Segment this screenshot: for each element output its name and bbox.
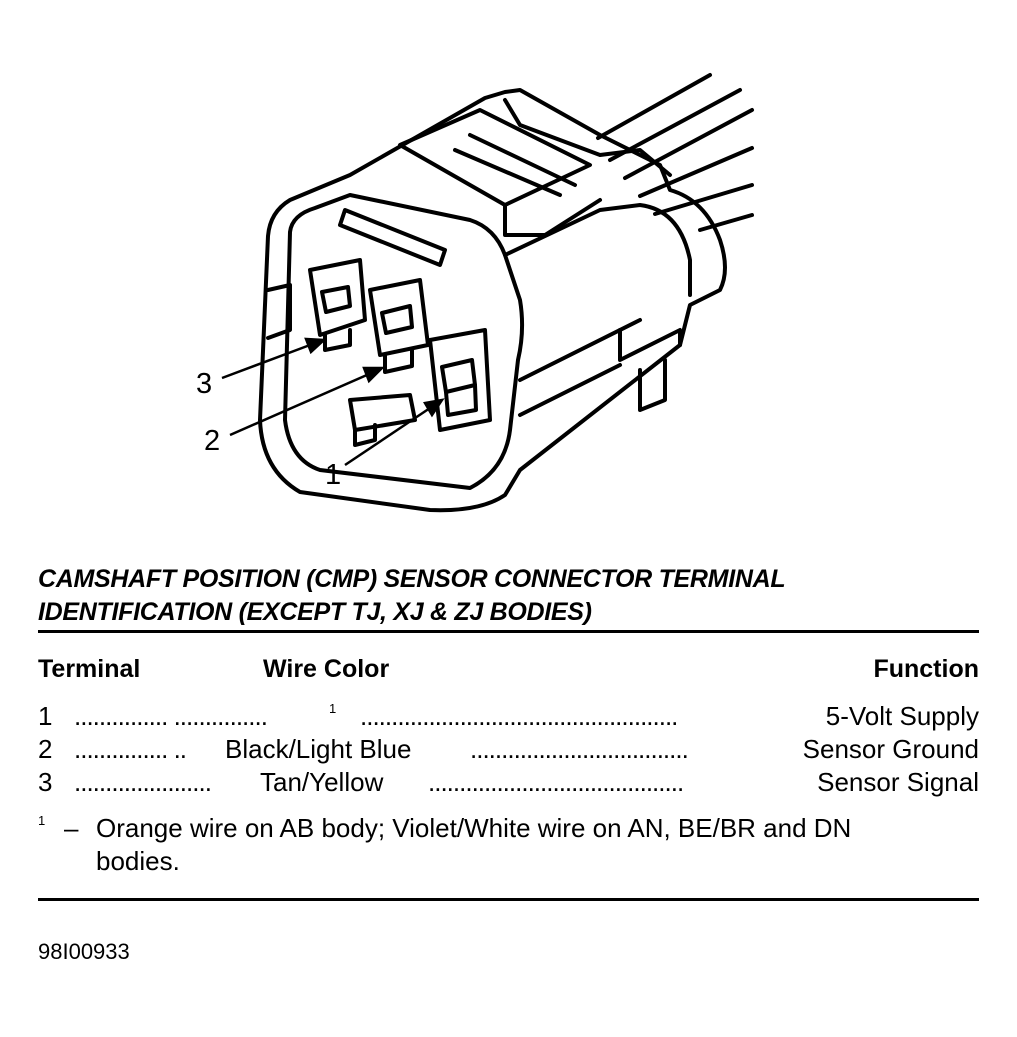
- leader-dots: ............... ...............: [74, 701, 268, 731]
- header-function: Function: [873, 655, 979, 683]
- callout-leader-2: [229, 366, 386, 437]
- leader-dots: ......................: [74, 767, 212, 797]
- leader-dots: ...................................: [470, 734, 689, 764]
- header-wire-color: Wire Color: [263, 655, 390, 683]
- leader-dots: ........................................…: [428, 767, 684, 797]
- leader-dots: ........................................…: [360, 701, 678, 731]
- callout-label-1: 1: [325, 459, 342, 491]
- footnote-text-line1: Orange wire on AB body; Violet/White wir…: [96, 813, 852, 843]
- wire-color-label: Tan/Yellow: [260, 767, 384, 797]
- wire-bundle: [596, 73, 754, 232]
- terminal-number: 1: [38, 701, 53, 731]
- table-row: 3 ...................... Tan/Yellow ....…: [38, 766, 979, 799]
- figure-id: 98I00933: [38, 939, 130, 964]
- wire-color-footnote-ref: 1: [329, 701, 337, 716]
- footnote-dash: –: [64, 813, 79, 843]
- callout-leader-3: [221, 337, 328, 380]
- bottom-divider: [38, 898, 979, 901]
- title-divider: [38, 630, 979, 633]
- footnote-text-line2: bodies.: [96, 846, 180, 876]
- callout-label-2: 2: [204, 425, 221, 457]
- figure-title-line2: IDENTIFICATION (EXCEPT TJ, XJ & ZJ BODIE…: [38, 598, 592, 626]
- leader-dots: ............... ..: [74, 734, 187, 764]
- function-label: 5-Volt Supply: [825, 701, 979, 731]
- function-label: Sensor Signal: [817, 767, 979, 797]
- connector-housing: [258, 88, 727, 513]
- terminal-cavity-3: [308, 258, 367, 352]
- figure-title-line1: CAMSHAFT POSITION (CMP) SENSOR CONNECTOR…: [38, 565, 786, 593]
- connector-diagram: [221, 73, 754, 513]
- wire-color-label: Black/Light Blue: [225, 734, 412, 764]
- callout-leader-1: [344, 398, 445, 467]
- table-row: 1 ............... ............... 1 ....…: [38, 700, 979, 733]
- figure-title: CAMSHAFT POSITION (CMP) SENSOR CONNECTOR…: [38, 563, 978, 629]
- terminal-cavity-2: [368, 278, 430, 374]
- terminal-number: 3: [38, 767, 53, 797]
- function-label: Sensor Ground: [802, 734, 979, 764]
- header-terminal: Terminal: [38, 655, 141, 683]
- footnote-marker: 1: [38, 813, 46, 828]
- terminal-cavity-1: [428, 328, 492, 432]
- table-row: 2 ............... .. Black/Light Blue ..…: [38, 733, 979, 766]
- callout-label-3: 3: [196, 368, 213, 400]
- terminal-number: 2: [38, 734, 53, 764]
